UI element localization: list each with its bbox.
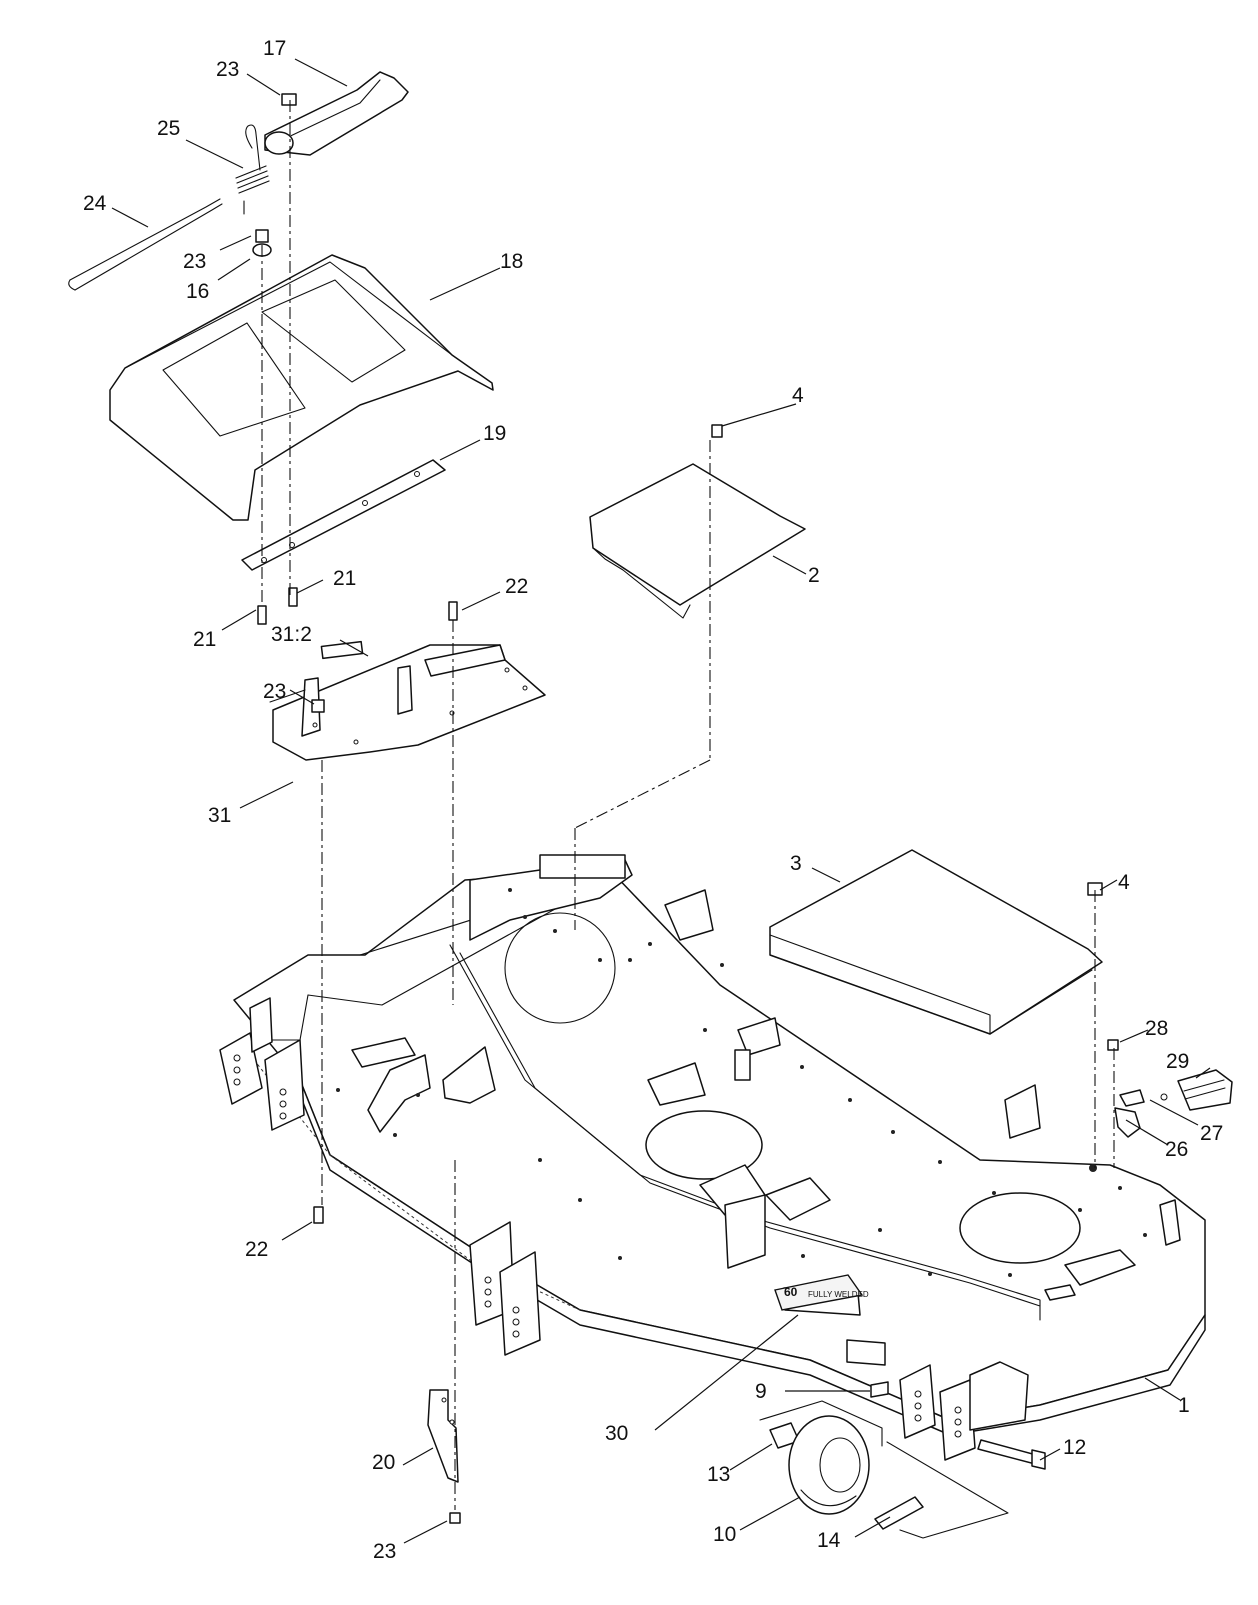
belt-cover-3 (769, 849, 1103, 1035)
callout-26: 26 (1165, 1138, 1188, 1161)
callout-4-top: 4 (792, 384, 804, 407)
bracket-20 (427, 1389, 459, 1483)
callout-28: 28 (1145, 1017, 1168, 1040)
callout-4-right: 4 (1118, 871, 1130, 894)
callout-21-left: 21 (193, 628, 216, 651)
baffle-19 (241, 459, 446, 571)
callout-9: 9 (755, 1380, 767, 1403)
belt-cover-2 (589, 463, 806, 619)
callout-leaders (111, 58, 1211, 1544)
callout-16: 16 (186, 280, 209, 303)
grease-fitting-parts (1114, 1069, 1233, 1138)
callout-19: 19 (483, 422, 506, 445)
callout-21-right: 21 (333, 567, 356, 590)
callout-25: 25 (157, 117, 180, 140)
callout-31: 31 (208, 804, 231, 827)
callout-1: 1 (1178, 1394, 1190, 1417)
adjustment-holes-left (233, 1054, 962, 1438)
deck-rivets (336, 888, 1147, 1277)
belt-guard-18 (109, 254, 494, 521)
callout-27: 27 (1200, 1122, 1223, 1145)
callout-23-top: 23 (216, 58, 239, 81)
mower-deck (219, 854, 1206, 1461)
callout-22-bottom: 22 (245, 1238, 268, 1261)
callout-29: 29 (1166, 1050, 1189, 1073)
callout-10: 10 (713, 1523, 736, 1546)
badge-number: 60 (784, 1285, 798, 1299)
callout-23-upper: 23 (183, 250, 206, 273)
callout-12: 12 (1063, 1436, 1086, 1459)
callout-13: 13 (707, 1463, 730, 1486)
callout-17: 17 (263, 37, 286, 60)
callout-2: 2 (808, 564, 820, 587)
small-hardware-top (252, 93, 1119, 1524)
idler-arm-17 (264, 71, 409, 156)
callout-18: 18 (500, 250, 523, 273)
callout-30: 30 (605, 1422, 628, 1445)
callout-24: 24 (83, 192, 107, 215)
callout-3: 3 (790, 852, 802, 875)
caster-wheel (759, 1381, 1046, 1539)
assembly-centerlines (261, 100, 1115, 1510)
callout-14: 14 (817, 1529, 841, 1552)
badge-text: FULLY WELDED (808, 1290, 869, 1299)
callout-22-top: 22 (505, 575, 528, 598)
callout-23-bottom: 23 (373, 1540, 396, 1563)
callout-31-2: 31:2 (271, 623, 312, 646)
callout-23-mid: 23 (263, 680, 286, 703)
callout-labels: 17 23 25 24 23 16 18 19 21 21 22 31:2 23… (83, 37, 1223, 1563)
idler-bracket-31 (269, 640, 546, 761)
deck-badge: 60 FULLY WELDED (774, 1274, 869, 1311)
callout-20: 20 (372, 1451, 395, 1474)
spring-rod-assembly (68, 124, 270, 291)
